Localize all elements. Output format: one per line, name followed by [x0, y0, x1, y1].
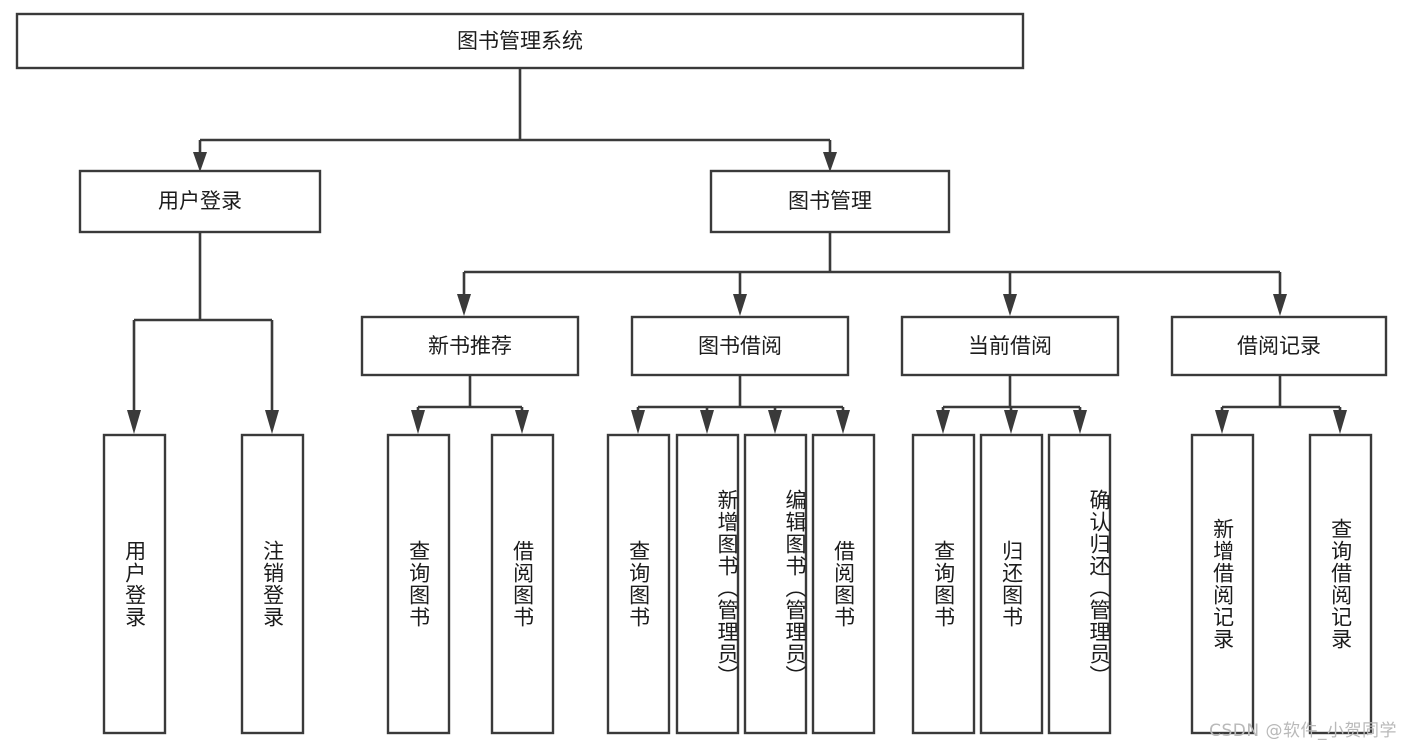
- node-leaf-current-borrow-2[interactable]: [979, 433, 1044, 735]
- arrow-head-icon: [127, 410, 141, 434]
- node-root-book-management-system[interactable]: [15, 12, 1025, 70]
- arrow-head-icon: [733, 294, 747, 316]
- node-leaf-user-login-1[interactable]: [102, 433, 167, 735]
- node-leaf-new-book-2[interactable]: [490, 433, 555, 735]
- node-leaf-current-borrow-1[interactable]: [911, 433, 976, 735]
- arrow-head-icon: [1073, 410, 1087, 434]
- node-current-borrow-label: 当前借阅: [968, 334, 1052, 358]
- arrow-head-icon: [1004, 410, 1018, 434]
- arrow-head-icon: [768, 410, 782, 434]
- node-leaf-book-borrow-2[interactable]: [675, 433, 740, 735]
- connector-group: [127, 68, 1347, 434]
- arrow-head-icon: [1333, 410, 1347, 434]
- node-leaf-book-borrow-4[interactable]: [811, 433, 876, 735]
- node-new-book-recommend-label: 新书推荐: [428, 334, 512, 358]
- node-leaf-book-borrow-1[interactable]: [606, 433, 671, 735]
- node-leaf-current-borrow-3[interactable]: [1047, 433, 1112, 735]
- node-user-login[interactable]: [78, 169, 322, 234]
- node-current-borrow[interactable]: [900, 315, 1120, 377]
- arrow-head-icon: [823, 152, 837, 172]
- node-user-login-label: 用户登录: [158, 189, 242, 213]
- arrow-head-icon: [1215, 410, 1229, 434]
- node-leaf-book-borrow-3[interactable]: [743, 433, 808, 735]
- arrow-head-icon: [193, 152, 207, 172]
- arrow-head-icon: [700, 410, 714, 434]
- node-new-book-recommend[interactable]: [360, 315, 580, 377]
- node-leaf-new-book-1[interactable]: [386, 433, 451, 735]
- arrow-head-icon: [411, 410, 425, 434]
- node-book-management-label: 图书管理: [788, 189, 872, 213]
- arrow-head-icon: [836, 410, 850, 434]
- arrow-head-icon: [265, 410, 279, 434]
- node-leaf-borrow-record-2[interactable]: [1308, 433, 1373, 735]
- node-root-label: 图书管理系统: [457, 29, 583, 53]
- node-book-borrow-label: 图书借阅: [698, 334, 782, 358]
- node-leaf-user-login-2[interactable]: [240, 433, 305, 735]
- arrow-head-icon: [936, 410, 950, 434]
- node-book-management[interactable]: [709, 169, 951, 234]
- node-borrow-record[interactable]: [1170, 315, 1388, 377]
- arrow-head-icon: [515, 410, 529, 434]
- csdn-watermark: CSDN @软件_小贺同学: [1209, 721, 1397, 741]
- arrow-head-icon: [1273, 294, 1287, 316]
- arrow-head-icon: [1003, 294, 1017, 316]
- arrow-head-icon: [457, 294, 471, 316]
- arrow-head-icon: [631, 410, 645, 434]
- node-book-borrow[interactable]: [630, 315, 850, 377]
- node-borrow-record-label: 借阅记录: [1237, 334, 1321, 358]
- node-leaf-borrow-record-1[interactable]: [1190, 433, 1255, 735]
